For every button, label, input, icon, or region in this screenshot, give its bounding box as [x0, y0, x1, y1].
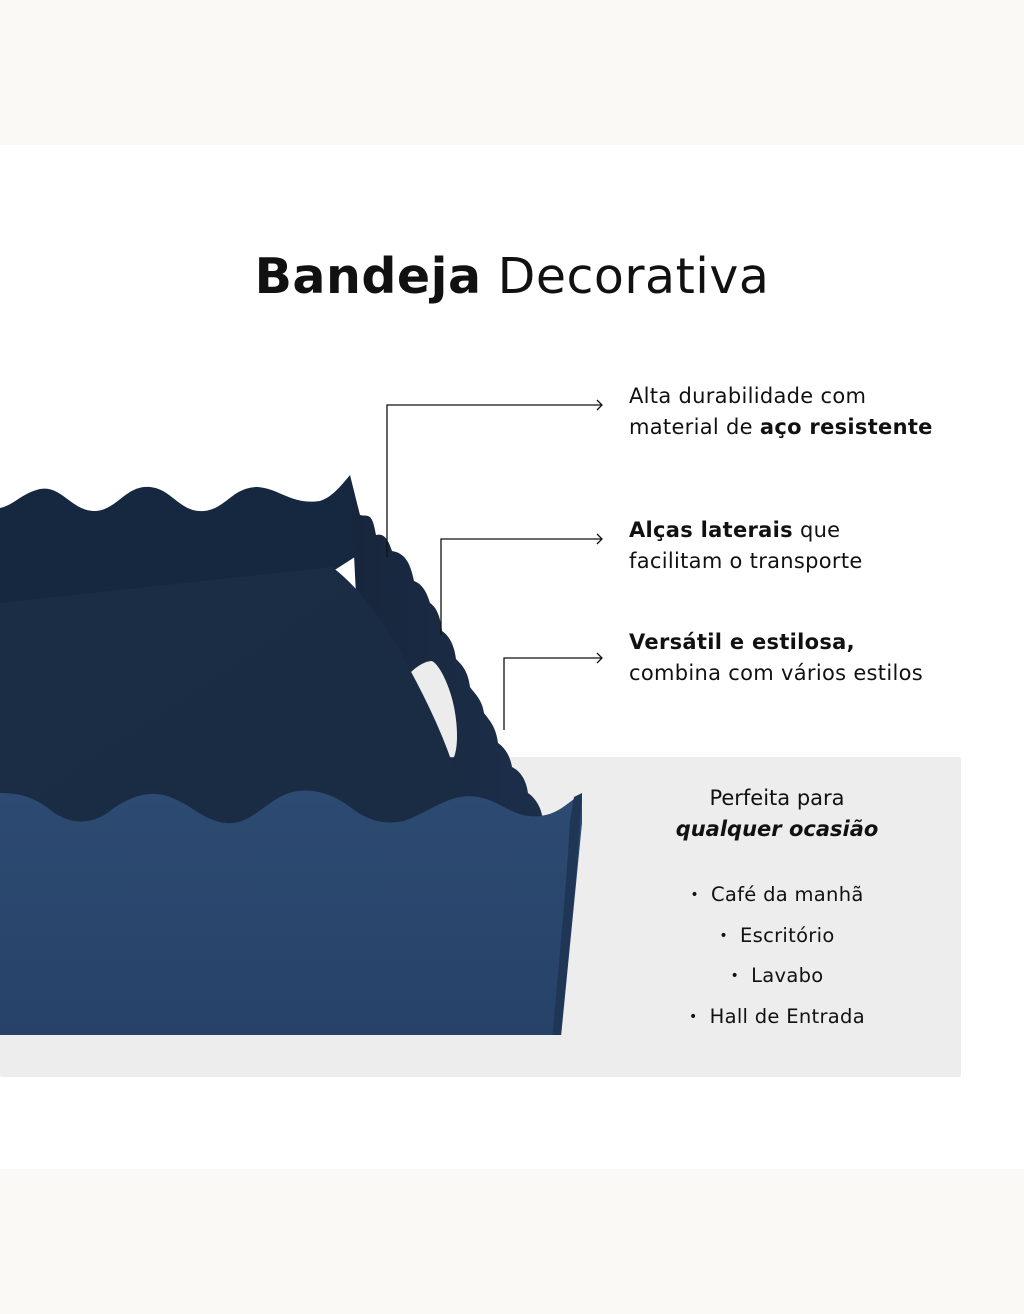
callout-handles-plain: que: [792, 518, 841, 542]
connector-line-3: [503, 657, 602, 730]
callout-durability-bold: aço resistente: [759, 415, 933, 439]
tray-front-wall: [0, 790, 582, 1035]
callout-handles-bold: Alças laterais: [629, 518, 793, 542]
callout-versatile-line2: combina com vários estilos: [629, 661, 923, 685]
tray-front-right-edge: [552, 793, 582, 1035]
connector-line-1: [386, 404, 602, 557]
list-item: • Escritório: [592, 917, 962, 958]
list-item: • Lavabo: [592, 957, 962, 998]
connector-line-2: [440, 538, 602, 635]
callout-durability-plain: material de: [629, 415, 760, 439]
panel-heading: Perfeita para qualquer ocasião: [592, 783, 962, 845]
list-item: • Café da manhã: [592, 876, 962, 917]
tray-image: [0, 475, 582, 1035]
panel-heading-emphasis: qualquer ocasião: [675, 817, 879, 841]
callout-handles-line1: Alças laterais que: [629, 515, 863, 546]
callout-versatile-bold: Versátil e estilosa,: [629, 630, 855, 654]
connector-lines: [386, 399, 603, 730]
arrow-right-icon: [596, 533, 603, 545]
use-label: Lavabo: [751, 964, 824, 987]
callout-handles: Alças laterais que facilitam o transport…: [629, 515, 863, 577]
list-item: • Hall de Entrada: [592, 998, 962, 1039]
callout-durability-line2: material de aço resistente: [629, 412, 933, 443]
bottom-band: [0, 1169, 1024, 1314]
arrow-right-icon: [596, 399, 603, 411]
use-label: Café da manhã: [710, 883, 864, 906]
use-label: Hall de Entrada: [709, 1004, 865, 1028]
title-bold: Bandeja: [254, 248, 482, 305]
product-card: Bandeja Decorativa: [0, 145, 1024, 1169]
title-light: Decorativa: [497, 248, 770, 305]
arrow-right-icon: [596, 652, 603, 664]
callout-handles-line2: facilitam o transporte: [629, 549, 863, 573]
tray-back-wall: [0, 475, 358, 657]
tray-side-wall: [350, 475, 556, 877]
bullet-icon: •: [730, 968, 740, 984]
panel-heading-plain: Perfeita para: [709, 786, 845, 810]
bullet-icon: •: [719, 927, 728, 944]
callout-durability: Alta durabilidade com material de aço re…: [629, 381, 933, 443]
tray-handle-hole: [410, 661, 457, 758]
use-label: Escritório: [739, 923, 835, 947]
callout-versatile-line1: Versátil e estilosa,: [629, 627, 923, 658]
page-title: Bandeja Decorativa: [0, 245, 1024, 309]
bullet-icon: •: [690, 887, 699, 903]
bullet-icon: •: [689, 1008, 698, 1025]
callout-versatile: Versátil e estilosa, combina com vários …: [629, 627, 923, 689]
callout-durability-line1: Alta durabilidade com: [629, 384, 867, 408]
uses-list: • Café da manhã • Escritório • Lavabo • Hall…: [592, 876, 962, 1038]
top-band: [0, 0, 1024, 145]
